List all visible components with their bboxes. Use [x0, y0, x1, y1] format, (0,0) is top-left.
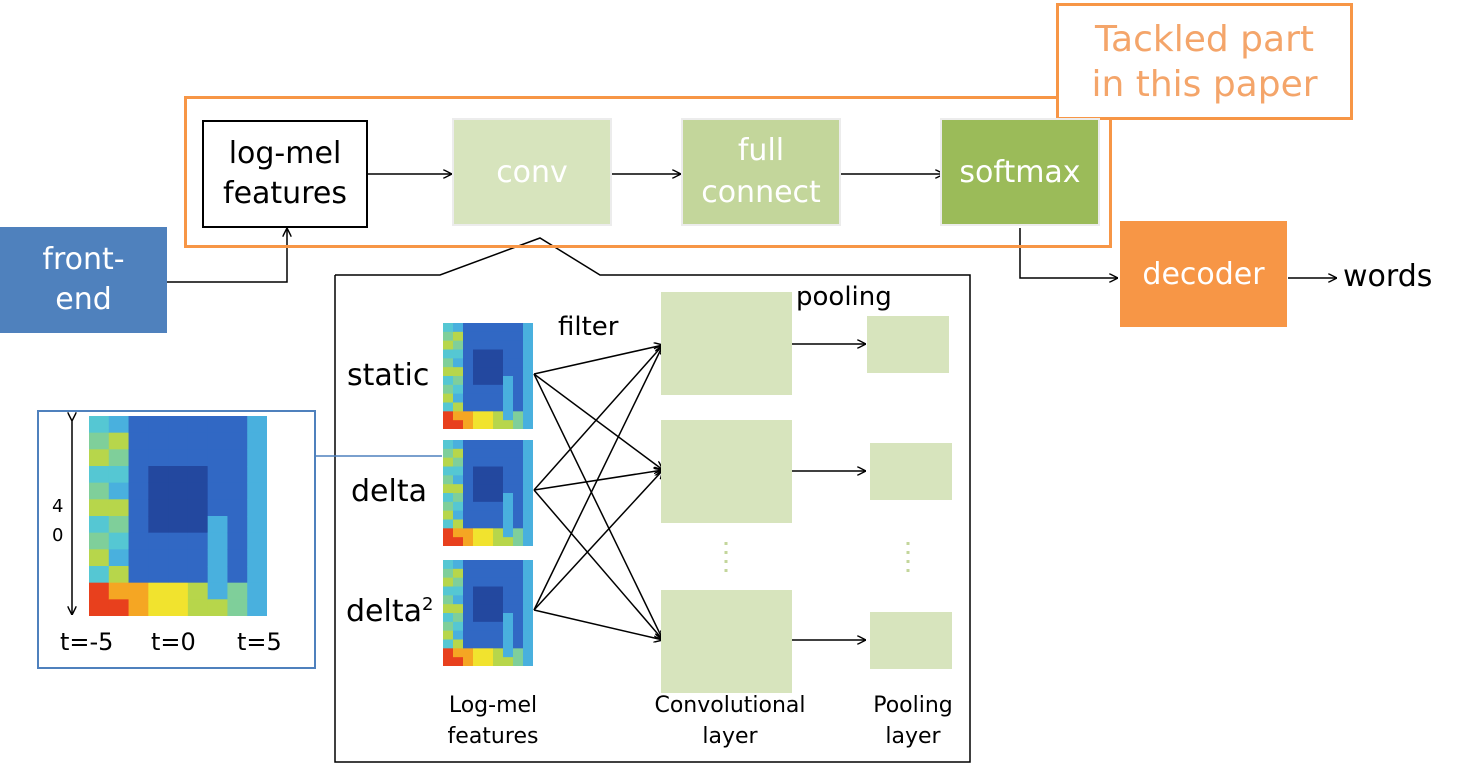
caption-logmel: Log-mel features	[420, 690, 566, 754]
dimension-label-digit1: 4	[52, 496, 64, 517]
feature-map-delta	[443, 440, 534, 547]
feature-map-delta2	[443, 560, 534, 667]
filter-label: filter	[558, 312, 619, 342]
frontend-line1: front-	[42, 241, 125, 277]
tackled-part-frame	[184, 96, 1112, 248]
arrow-softmax-to-decoder	[1019, 228, 1118, 278]
pool-map-2	[870, 443, 952, 500]
conv-map-1	[661, 292, 792, 395]
conv-label: conv	[496, 154, 568, 190]
softmax-label: softmax	[959, 154, 1081, 190]
spectrogram-inset-frame	[37, 410, 316, 669]
feature-map-static-image	[443, 323, 534, 430]
caption-pool: Pooling layer	[858, 690, 968, 754]
frontend-block: front- end	[0, 227, 167, 333]
spectrogram-inset-image	[89, 416, 268, 617]
tackled-label-line1: Tackled part	[1094, 18, 1314, 60]
full-connect-block: full connect	[681, 118, 841, 226]
spectrogram-large-image	[89, 416, 268, 617]
t-left-label: t=-5	[60, 628, 114, 656]
caption-conv-line2: layer	[702, 724, 758, 749]
dimension-label-digit2: 0	[52, 525, 64, 546]
logmel-line1: log-mel	[228, 135, 342, 171]
full-line2: connect	[701, 175, 821, 210]
softmax-block: softmax	[940, 118, 1100, 226]
static-label: static	[347, 358, 430, 393]
delta2-label: delta2	[346, 596, 433, 627]
pool-map-1	[867, 316, 949, 373]
delta2-base: delta	[346, 594, 422, 629]
conv-detail-callout	[334, 237, 971, 763]
full-line1: full	[737, 133, 785, 168]
pooling-label: pooling	[796, 282, 892, 312]
filter-arrows	[533, 345, 663, 640]
conv-map-2	[661, 420, 792, 523]
feature-map-delta2-image	[443, 560, 534, 667]
t-right-label: t=5	[237, 628, 282, 656]
caption-conv: Convolutional layer	[640, 690, 820, 754]
caption-logmel-line1: Log-mel	[448, 693, 538, 719]
delta2-superscript: 2	[421, 594, 434, 615]
frontend-line2: end	[55, 282, 112, 317]
conv-block: conv	[452, 118, 612, 226]
tackled-part-label: Tackled part in this paper	[1056, 3, 1353, 120]
logmel-features-block: log-mel features	[202, 120, 368, 228]
decoder-label: decoder	[1142, 256, 1265, 292]
caption-conv-line1: Convolutional	[654, 693, 806, 719]
t-mid-label: t=0	[151, 628, 196, 656]
caption-pool-line2: layer	[885, 724, 941, 749]
feature-map-delta-image	[443, 440, 534, 547]
caption-pool-line1: Pooling	[873, 693, 953, 719]
caption-logmel-line2: features	[447, 724, 539, 749]
conv-map-3	[661, 590, 792, 693]
decoder-block: decoder	[1120, 221, 1287, 327]
logmel-line2: features	[223, 176, 347, 211]
delta-label: delta	[351, 474, 427, 509]
pool-map-3	[870, 612, 952, 669]
tackled-label-line2: in this paper	[1091, 63, 1318, 105]
words-label: words	[1343, 259, 1433, 294]
feature-map-static	[443, 323, 534, 430]
